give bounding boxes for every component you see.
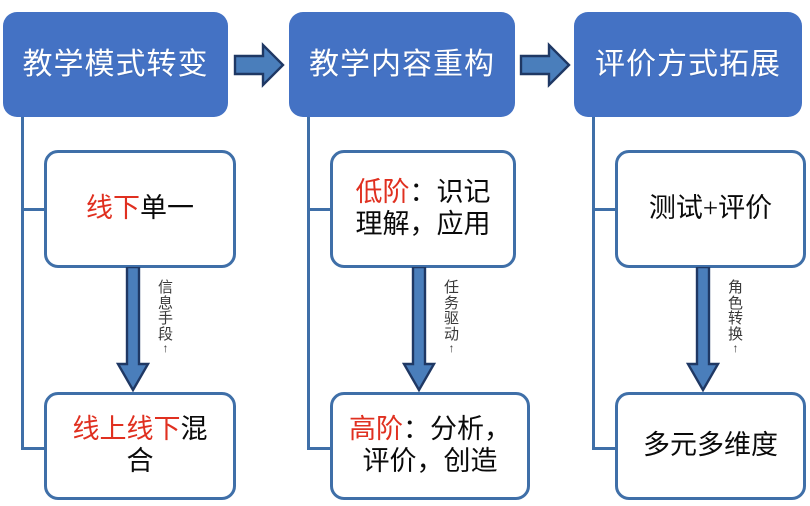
arrow-label-2-char-1: 务 [444, 295, 460, 312]
arrow-label-1: 信 息 手 段 ↑ [158, 280, 174, 356]
arrow-label-3-char-3: 换 [728, 326, 744, 343]
header-box-2[interactable]: 教学内容重构 [289, 12, 515, 117]
down-arrow-1 [116, 267, 150, 392]
text-black: 混 [180, 414, 208, 445]
arrow-label-3-char-1: 色 [728, 295, 744, 312]
arrow-label-3-char-0: 角 [728, 280, 744, 296]
content-box-2-upper-text: 低阶：识记 理解，应用 [356, 177, 491, 241]
connector-trunk-3 [592, 117, 595, 450]
arrow-label-1-char-1: 息 [158, 295, 174, 312]
text-black: ：识记 [409, 177, 491, 208]
connector-trunk-1 [21, 117, 24, 450]
down-arrow-2 [402, 267, 436, 392]
content-box-1-upper[interactable]: 线下单一 [44, 150, 236, 268]
arrow-label-1-char-3: 段 [158, 326, 174, 343]
connector-branch-3-lower [592, 447, 618, 450]
header-arrow-1-icon [233, 42, 285, 88]
text-black: 测试+评价 [648, 193, 773, 224]
text-red: 线上线下 [72, 414, 181, 445]
down-arrow-3 [686, 267, 720, 392]
connector-branch-1-lower [21, 447, 47, 450]
header-box-3[interactable]: 评价方式拓展 [574, 12, 802, 117]
text-black: 单一 [140, 193, 194, 224]
text-black: 多元多维度 [643, 430, 778, 461]
text-black-2: 合 [126, 446, 154, 476]
connector-trunk-2 [307, 117, 310, 450]
arrow-label-2-char-2: 驱 [444, 311, 460, 328]
content-box-1-lower-text: 线上线下混 合 [73, 414, 208, 478]
connector-branch-3-upper [592, 208, 618, 211]
arrow-label-3-caret: ↑ [732, 341, 739, 356]
content-box-3-lower-text: 多元多维度 [643, 430, 778, 462]
arrow-label-1-caret: ↑ [162, 341, 169, 356]
content-box-2-lower[interactable]: 高阶：分析， 评价，创造 [330, 392, 530, 500]
arrow-label-1-char-0: 信 [158, 280, 174, 296]
header-arrow-2-icon [519, 42, 571, 88]
arrow-label-1-char-2: 手 [158, 311, 174, 328]
text-black-2: 评价，创造 [362, 446, 498, 476]
text-red: 高阶 [349, 414, 403, 445]
arrow-label-2-char-3: 动 [444, 326, 460, 343]
text-red: 低阶 [355, 177, 410, 208]
arrow-label-2-char-0: 任 [444, 280, 460, 296]
header-box-1[interactable]: 教学模式转变 [3, 12, 228, 117]
connector-branch-1-upper [21, 208, 47, 211]
content-box-3-lower[interactable]: 多元多维度 [615, 392, 806, 500]
text-red: 线下 [86, 193, 140, 224]
connector-branch-2-lower [307, 447, 333, 450]
header-label-1: 教学模式转变 [22, 47, 209, 81]
content-box-2-lower-text: 高阶：分析， 评价，创造 [349, 414, 511, 478]
arrow-label-3: 角 色 转 换 ↑ [728, 280, 744, 356]
content-box-1-upper-text: 线下单一 [86, 193, 194, 225]
text-black-2: 理解，应用 [355, 209, 491, 239]
connector-branch-2-upper [307, 208, 333, 211]
content-box-3-upper[interactable]: 测试+评价 [615, 150, 806, 268]
content-box-3-upper-text: 测试+评价 [649, 193, 772, 225]
header-label-2: 教学内容重构 [309, 47, 495, 81]
content-box-1-lower[interactable]: 线上线下混 合 [44, 392, 236, 500]
text-black: ：分析， [403, 414, 511, 445]
content-box-2-upper[interactable]: 低阶：识记 理解，应用 [330, 150, 516, 268]
header-label-3: 评价方式拓展 [595, 47, 781, 81]
arrow-label-2-caret: ↑ [448, 341, 455, 356]
arrow-label-2: 任 务 驱 动 ↑ [444, 280, 460, 356]
arrow-label-3-char-2: 转 [728, 311, 744, 328]
